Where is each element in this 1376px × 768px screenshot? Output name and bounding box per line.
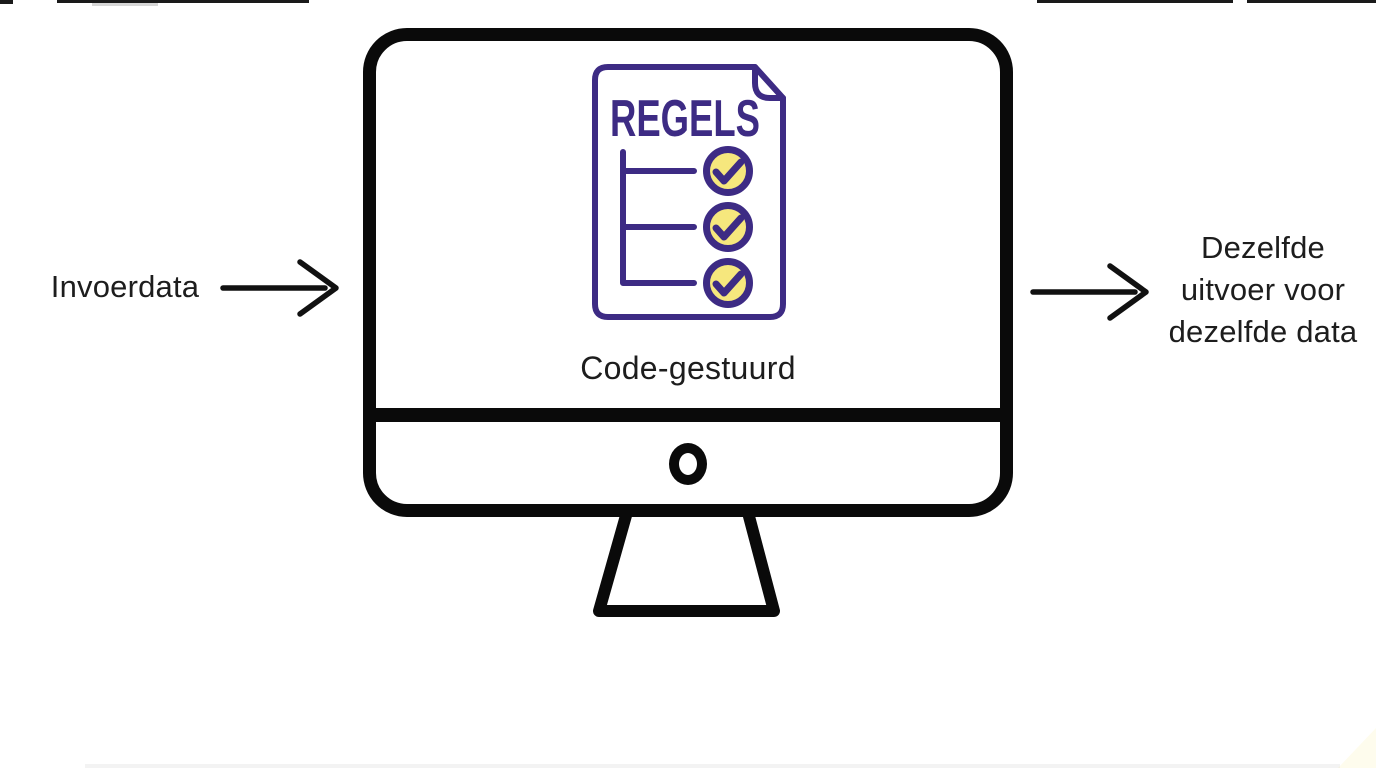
arrow-right-icon — [220, 259, 339, 317]
checklist-lines — [620, 149, 697, 286]
monitor-bezel-divider — [376, 408, 1000, 422]
output-label-line: Dezelfde — [1201, 230, 1325, 265]
monitor-caption: Code-gestuurd — [580, 350, 796, 386]
crop-artifact — [1247, 0, 1376, 3]
crop-artifact — [0, 0, 13, 4]
input-label: Invoerdata — [50, 269, 200, 304]
crop-artifact — [85, 764, 1340, 768]
output-label-line: dezelfde data — [1168, 314, 1358, 349]
check-icon — [712, 270, 745, 297]
crop-artifact — [57, 0, 309, 3]
check-icon — [712, 214, 745, 241]
arrow-right-icon — [1030, 263, 1149, 321]
power-button-icon — [669, 443, 707, 485]
check-icon — [712, 158, 745, 185]
output-label-line: uitvoer voor — [1180, 272, 1346, 307]
crop-artifact — [1037, 0, 1233, 3]
output-label: Dezelfde uitvoer voor dezelfde data — [1150, 227, 1376, 353]
document-title: REGELS — [610, 90, 760, 148]
crop-artifact — [1338, 728, 1376, 768]
crop-artifact — [92, 3, 158, 6]
monitor-icon: REGELS Code-gestuurd — [363, 28, 1013, 517]
rules-document-icon: REGELS — [592, 64, 786, 320]
